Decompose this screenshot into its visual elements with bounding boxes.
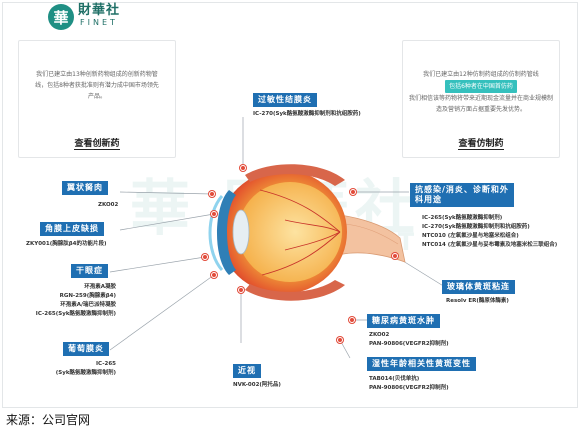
marker-vitreous xyxy=(392,253,398,259)
label-vitreous: 玻璃体黄斑粘连 xyxy=(442,280,515,294)
drug-allergic-conj: IC-270(Syk酪氨酸激酶抑制剂和抗组胺药) xyxy=(253,111,361,117)
drug-myopia: NVK-002(阿托品) xyxy=(233,382,281,388)
generic-drugs-box: 我们已建立由12种仿制药组成的仿制药管线 包括6种者在中国首仿药 我们相信该等药… xyxy=(402,40,560,158)
label-pterygium: 翼状胬肉 xyxy=(62,181,108,195)
innovative-drugs-box: 我们已建立由13种创新药物组成的创新药物管线，包括8种者获批准则有潜力成中国市场… xyxy=(18,40,176,158)
drug-corneal-defect: ZKY001(胸腺肽β4的功能片段) xyxy=(26,241,107,247)
marker-pterygium xyxy=(209,191,215,197)
marker-allergic-conj xyxy=(240,165,246,171)
marker-myopia xyxy=(238,287,244,293)
label-corneal-defect: 角膜上皮缺损 xyxy=(40,222,104,236)
marker-dme xyxy=(349,317,355,323)
marker-infection xyxy=(350,189,356,195)
drug-amd-list: TAB014(贝伐单抗) PAN-90806(VEGFR2抑制剂) xyxy=(369,376,449,391)
drug-dme-list: ZKO02 PAN-90806(VEGFR2抑制剂) xyxy=(369,332,449,347)
marker-dry-eye xyxy=(202,254,208,260)
innovative-drugs-text: 我们已建立由13种创新药物组成的创新药物管线，包括8种者获批准则有潜力成中国市场… xyxy=(35,71,159,100)
drug-dry-eye-list: 环孢素A凝胶 RGN-259(胸腺素β4) 环孢素A/瑞巴派特凝胶 IC-265… xyxy=(35,284,116,317)
generic-drugs-line1: 我们已建立由12种仿制药组成的仿制药管线 xyxy=(423,71,539,78)
label-infection: 抗感染/消炎、诊断和外科用途 xyxy=(410,183,514,207)
drug-pterygium: ZKO02 xyxy=(98,202,119,208)
label-allergic-conj: 过敏性结膜炎 xyxy=(253,93,317,107)
marker-corneal xyxy=(211,211,217,217)
label-uveitis: 葡萄膜炎 xyxy=(63,342,109,356)
view-generic-drugs-link[interactable]: 查看仿制药 xyxy=(458,139,504,150)
drug-infection-list: IC-265(Syk酪氨酸激酶抑制剂) IC-270(Syk酪氨酸激酶抑制剂和抗… xyxy=(422,215,558,248)
label-myopia: 近视 xyxy=(233,364,261,378)
label-dry-eye: 干眼症 xyxy=(71,264,108,278)
label-amd: 湿性年龄相关性黄斑变性 xyxy=(367,357,476,371)
brand-name-cn: 財華社 xyxy=(78,3,121,18)
drug-uveitis-list: IC-265 (Syk酪氨酸激酶抑制剂) xyxy=(55,361,116,376)
brand-name-en: FINET xyxy=(80,18,118,27)
generic-drugs-highlight: 包括6种者在中国首仿药 xyxy=(445,80,517,93)
generic-drugs-line2: 我们相信该等药物将带来近期现金流量并在商业规模制造及营销方面占据重要先发优势。 xyxy=(409,95,554,113)
infographic-frame xyxy=(2,2,578,408)
brand-mark-icon: 華 xyxy=(48,4,74,30)
marker-uveitis xyxy=(211,272,217,278)
source-note: 来源：公司官网 xyxy=(6,413,91,427)
marker-amd xyxy=(337,337,343,343)
view-innovative-drugs-link[interactable]: 查看创新药 xyxy=(74,139,120,150)
label-dme: 糖尿病黄斑水肿 xyxy=(367,314,440,328)
drug-vitreous: Resolv ER(酶原体酶素) xyxy=(446,298,509,304)
brand-logo: 華 財華社 FINET xyxy=(48,4,120,30)
